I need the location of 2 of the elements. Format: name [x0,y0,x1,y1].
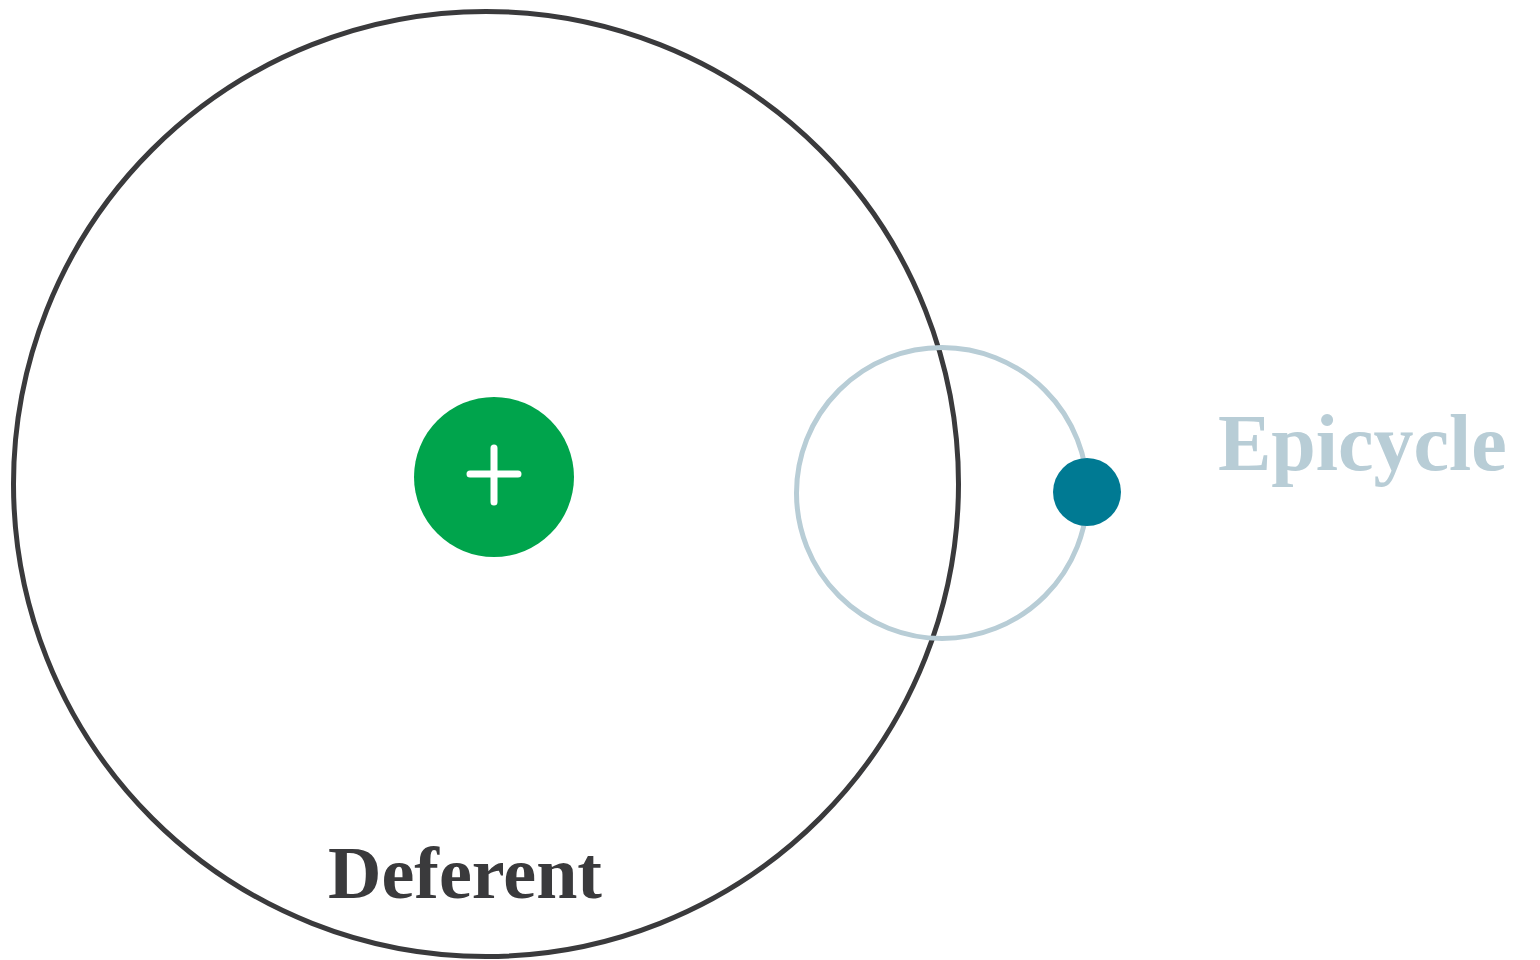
deferent-circle [11,9,961,959]
deferent-label: Deferent [328,836,602,910]
